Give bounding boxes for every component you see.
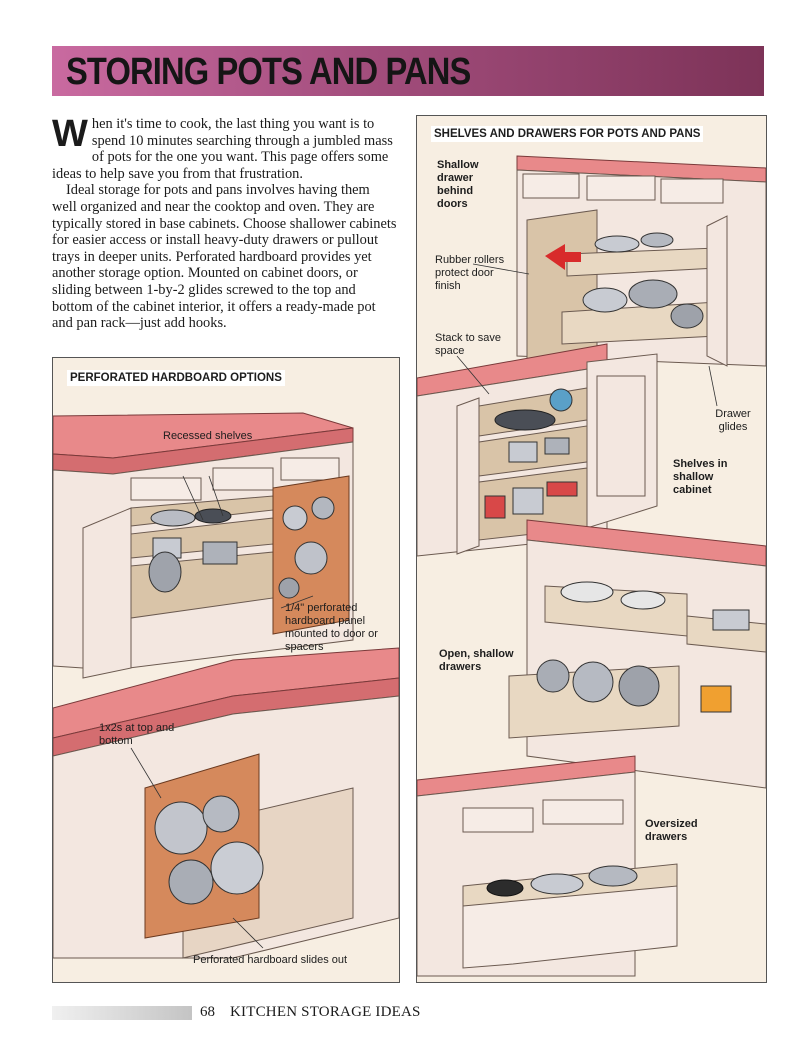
footer-section-title: KITCHEN STORAGE IDEAS <box>230 1004 421 1020</box>
footer-bar <box>52 1006 192 1020</box>
perforated-hardboard-panel: PERFORATED HARDBOARD OPTIONS Recessed sh… <box>52 357 400 983</box>
hardboard-panel-label: 1/4" perforated hardboard panel mounted … <box>285 602 378 653</box>
rubber-rollers-label: Rubber rollers protect door finish <box>435 254 505 292</box>
intro-paragraph-1-text: hen it's time to cook, the last thing yo… <box>52 116 393 182</box>
page-title: STORING POTS AND PANS <box>66 51 471 93</box>
title-banner <box>52 46 764 96</box>
drawer-glides-label: Drawer glides <box>715 408 751 433</box>
left-panel-title: PERFORATED HARDBOARD OPTIONS <box>67 370 285 386</box>
page-number: 68 <box>200 1004 215 1020</box>
right-panel-title: SHELVES AND DRAWERS FOR POTS AND PANS <box>431 126 704 142</box>
shelves-drawers-panel: SHELVES AND DRAWERS FOR POTS AND PANS Sh… <box>416 115 767 983</box>
recessed-shelves-label: Recessed shelves <box>163 430 253 442</box>
hardboard-slides-label: Perforated hardboard slides out <box>193 954 348 966</box>
open-drawers-label: Open, shallow drawers <box>439 648 514 673</box>
glides-label: 1x2s at top and bottom <box>99 722 175 747</box>
shallow-drawer-label: Shallow drawer behind doors <box>437 159 479 210</box>
shelves-shallow-label: Shelves in shallow cabinet <box>673 458 728 496</box>
stack-label: Stack to save space <box>435 332 502 357</box>
oversized-drawers-label: Oversized drawers <box>645 818 698 843</box>
drop-cap: W <box>52 113 88 155</box>
intro-paragraph-2: Ideal storage for pots and pans involves… <box>52 182 397 332</box>
shelves-drawers-illustration <box>417 155 766 977</box>
hardboard-illustration <box>53 412 399 959</box>
